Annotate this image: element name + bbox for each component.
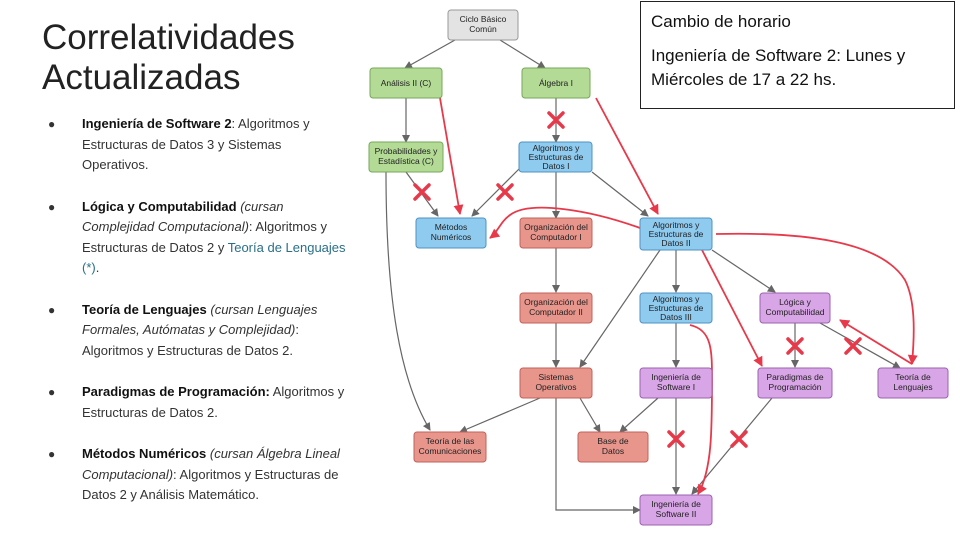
node-analisis2: Análisis II (C) [369, 67, 443, 99]
svg-text:Ingeniería de: Ingeniería de [651, 499, 701, 509]
svg-text:Datos I: Datos I [543, 161, 570, 171]
removed-requirement-marks [413, 111, 862, 448]
dependency-arrows [385, 39, 901, 514]
cross-algebra-aed1 [547, 111, 565, 129]
svg-text:Común: Común [469, 24, 497, 34]
note-body: Ingeniería de Software 2: Lunes y Miérco… [651, 46, 906, 89]
svg-text:Organización del: Organización del [524, 297, 588, 307]
bullet-paradigmas: ●Paradigmas de Programación: Algoritmos … [48, 384, 345, 420]
schedule-change-note: Cambio de horario Ingeniería de Software… [640, 1, 955, 109]
bullet-metnum: ●Métodos Numéricos (cursan Álgebra Linea… [48, 446, 340, 502]
svg-text:Comunicaciones: Comunicaciones [419, 446, 482, 456]
cross-logica-paradigmas [786, 337, 804, 355]
new-requirement-arrows [439, 97, 918, 495]
svg-text:Software II: Software II [656, 509, 697, 519]
svg-text:Numéricos: Numéricos [431, 232, 472, 242]
svg-text:Ciclo Básico: Ciclo Básico [460, 14, 507, 24]
svg-text:Ingeniería de: Ingeniería de [651, 372, 701, 382]
teoria-lenguajes-link[interactable]: Teoría de Lenguajes (*) [82, 239, 346, 276]
note-title: Cambio de horario [651, 12, 791, 31]
svg-text:Estructuras de: Estructuras de [649, 229, 704, 239]
svg-text:Algoritmos y: Algoritmos y [653, 294, 701, 304]
title-line-2: Actualizadas [42, 58, 241, 97]
bullet-teoleng: ●Teoría de Lenguajes (cursan Lenguajes F… [48, 301, 318, 358]
svg-text:Organización del: Organización del [524, 222, 588, 232]
svg-text:Programación: Programación [769, 382, 822, 392]
bullet-logica: ●Lógica y Computabilidad (cursan Complej… [48, 198, 346, 276]
svg-text:Computabilidad: Computabilidad [765, 307, 824, 317]
svg-text:Datos: Datos [602, 446, 624, 456]
svg-text:Algoritmos y: Algoritmos y [533, 143, 581, 153]
svg-text:Teoría de las: Teoría de las [426, 436, 475, 446]
svg-text:Software I: Software I [657, 382, 695, 392]
svg-text:Computador I: Computador I [530, 232, 582, 242]
svg-text:Álgebra I: Álgebra I [539, 78, 573, 88]
svg-text:Datos III: Datos III [660, 312, 692, 322]
svg-text:Lógica y: Lógica y [779, 297, 811, 307]
cross-aed1-metnum [496, 183, 514, 201]
node-algebra1: Álgebra I [521, 67, 591, 99]
svg-text:Lenguajes: Lenguajes [893, 382, 932, 392]
svg-text:Sistemas: Sistemas [539, 372, 574, 382]
bullet-ingsoft2: ●Ingeniería de Software 2: Algoritmos y … [48, 116, 310, 172]
svg-text:Datos II: Datos II [661, 238, 690, 248]
svg-text:Estadística (C): Estadística (C) [378, 156, 434, 166]
cross-ingsoft1-ingsoft2 [667, 430, 685, 448]
cross-probest-metnum [413, 183, 431, 201]
svg-text:Teoría de: Teoría de [895, 372, 931, 382]
svg-text:Paradigmas de: Paradigmas de [766, 372, 823, 382]
cross-paradigmas-ingsoft2 [730, 430, 748, 448]
title-line-1: Correlatividades [42, 18, 295, 57]
slide-title: Correlatividades Actualizadas [42, 18, 362, 98]
svg-text:Operativos: Operativos [535, 382, 576, 392]
svg-text:Estructuras de: Estructuras de [529, 152, 584, 162]
svg-text:Análisis II (C): Análisis II (C) [381, 78, 432, 88]
svg-text:Base de: Base de [597, 436, 628, 446]
svg-text:Estructuras de: Estructuras de [649, 303, 704, 313]
svg-text:Computador II: Computador II [529, 307, 583, 317]
requirements-list: ●Ingeniería de Software 2: Algoritmos y … [48, 114, 348, 527]
svg-text:Probabilidades y: Probabilidades y [375, 146, 439, 156]
svg-text:Algoritmos y: Algoritmos y [653, 220, 701, 230]
svg-text:Métodos: Métodos [435, 222, 468, 232]
cross-logica-teoleng [844, 337, 862, 355]
